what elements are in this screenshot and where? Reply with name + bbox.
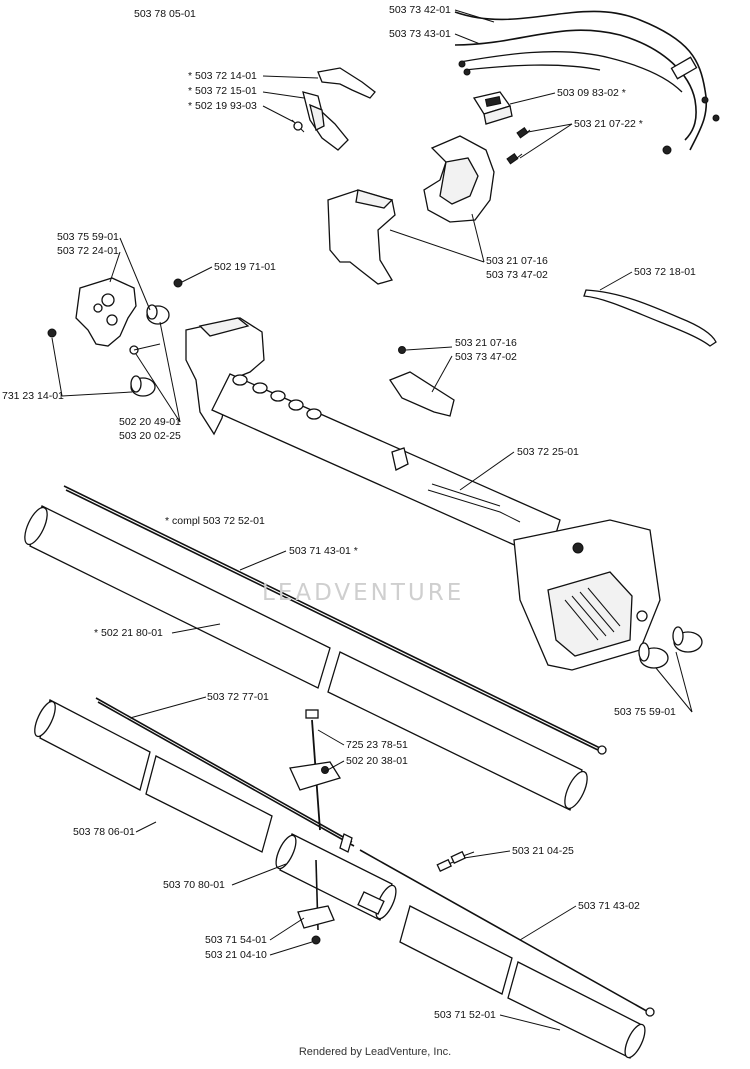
part-label-503-71-43-01: 503 71 43-01 *	[289, 545, 358, 557]
part-label-503-21-04-25: 503 21 04-25	[512, 845, 574, 857]
part-label-503-72-18-01: 503 72 18-01	[634, 266, 696, 278]
part-label-503-72-14-01: * 503 72 14-01	[188, 70, 257, 82]
gearbox-fins	[564, 587, 621, 641]
part-label-503-78-05-01: 503 78 05-01	[134, 8, 196, 20]
wiring-harness	[454, 10, 720, 155]
part-label-502-19-93-03: * 502 19 93-03	[188, 100, 257, 112]
part-label-503-73-47-02-upper: 503 73 47-02	[486, 269, 548, 281]
part-label-503-75-59-01-left: 503 75 59-01	[57, 231, 119, 243]
part-label-502-20-38-01: 502 20 38-01	[346, 755, 408, 767]
part-label-502-21-80-01: * 502 21 80-01	[94, 627, 163, 639]
vent-holes	[232, 374, 322, 420]
stop-switch	[472, 91, 513, 125]
part-label-503-20-02-25: 503 20 02-25	[119, 430, 181, 442]
part-label-503-75-59-01-right: 503 75 59-01	[614, 706, 676, 718]
part-label-503-72-24-01: 503 72 24-01	[57, 245, 119, 257]
part-label-503-73-42-01: 503 73 42-01	[389, 4, 451, 16]
footer-credit: Rendered by LeadVenture, Inc.	[298, 1046, 452, 1058]
part-label-503-71-43-02: 503 71 43-02	[578, 900, 640, 912]
main-shaft-housing	[185, 317, 661, 671]
watermark: LEADVENTURE	[262, 580, 465, 606]
left-bracket	[47, 277, 183, 397]
leader-lines	[51, 9, 693, 1031]
part-label-502-20-49-01: 502 20 49-01	[119, 416, 181, 428]
part-label-503-21-07-16-upper: 503 21 07-16	[486, 255, 548, 267]
part-label-731-23-14-01: 731 23 14-01	[2, 390, 64, 402]
part-label-503-71-54-01: 503 71 54-01	[205, 934, 267, 946]
part-label-725-23-78-51: 725 23 78-51	[346, 739, 408, 751]
part-label-503-72-77-01: 503 72 77-01	[207, 691, 269, 703]
part-label-503-70-80-01: 503 70 80-01	[163, 879, 225, 891]
part-label-503-71-52-01: 503 71 52-01	[434, 1009, 496, 1021]
part-label-503-78-06-01: 503 78 06-01	[73, 826, 135, 838]
part-label-503-09-83-02: 503 09 83-02 *	[557, 87, 626, 99]
part-label-503-21-07-22: 503 21 07-22 *	[574, 118, 643, 130]
part-label-503-21-04-10: 503 21 04-10	[205, 949, 267, 961]
bearings-right	[638, 626, 703, 669]
lower-tube-assembly	[34, 697, 655, 1059]
upper-tube-assembly	[24, 485, 607, 811]
part-label-compl-503-72-52-01: * compl 503 72 52-01	[165, 515, 265, 527]
throttle-trigger	[291, 67, 376, 151]
shaft-coupling	[389, 346, 455, 417]
part-label-503-72-15-01: * 503 72 15-01	[188, 85, 257, 97]
part-label-502-19-71-01: 502 19 71-01	[214, 261, 276, 273]
clamp-bolt	[289, 709, 475, 945]
part-label-503-21-07-16-middle: 503 21 07-16	[455, 337, 517, 349]
part-label-503-72-25-01: 503 72 25-01	[517, 446, 579, 458]
handle-housing	[327, 135, 495, 285]
part-label-503-73-47-02-middle: 503 73 47-02	[455, 351, 517, 363]
screws-upper	[506, 126, 531, 165]
part-label-503-73-43-01: 503 73 43-01	[389, 28, 451, 40]
strap	[583, 289, 717, 347]
